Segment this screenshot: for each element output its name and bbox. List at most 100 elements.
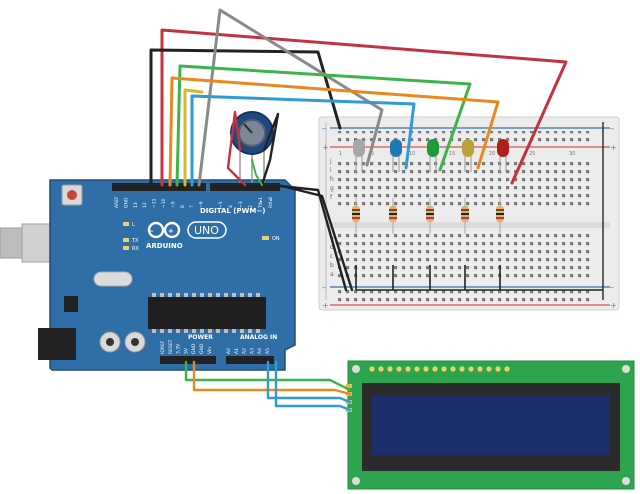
row-letter: a bbox=[330, 271, 334, 278]
digital-pin-label: ~5 bbox=[218, 201, 224, 208]
chip-pins bbox=[152, 293, 260, 333]
digital-pin-label: RX◂0 bbox=[268, 197, 274, 208]
digital-pin-label: GND bbox=[123, 197, 129, 208]
crystal-oscillator bbox=[93, 271, 133, 287]
column-number: 25 bbox=[529, 151, 535, 157]
rail-minus-mark: – bbox=[610, 283, 614, 292]
chip-pin bbox=[256, 293, 260, 297]
chip-pin bbox=[168, 329, 172, 333]
arduino-logo: – + ARDUINO bbox=[146, 221, 183, 250]
analog-header bbox=[226, 356, 274, 364]
row-letter: i bbox=[330, 167, 332, 174]
column-number: 20 bbox=[489, 151, 495, 157]
resistor bbox=[389, 198, 397, 234]
chip-pin bbox=[200, 329, 204, 333]
lcd-header-pins bbox=[369, 366, 510, 372]
lcd-display-module bbox=[346, 360, 635, 490]
lcd-header-pin bbox=[369, 366, 375, 372]
mount-hole bbox=[622, 365, 630, 373]
rail-plus-mark: + bbox=[322, 143, 329, 152]
bottom-rail-holes bbox=[336, 290, 592, 303]
power-pin-label: GND bbox=[191, 343, 197, 354]
led-yellow[interactable] bbox=[462, 139, 474, 172]
led-blue[interactable] bbox=[390, 139, 402, 172]
resistor bbox=[461, 198, 469, 234]
chip-pin bbox=[240, 293, 244, 297]
wire-green-lcd bbox=[184, 360, 352, 392]
lcd-header-pin bbox=[486, 366, 492, 372]
power-pin-label: Vin bbox=[207, 347, 213, 354]
digital-pin-label: 7 bbox=[189, 205, 195, 208]
power-jack bbox=[38, 328, 76, 360]
lcd-header-pin bbox=[477, 366, 483, 372]
lcd-header-pin bbox=[378, 366, 384, 372]
chip-pin bbox=[184, 293, 188, 297]
row-letter: d bbox=[330, 244, 334, 251]
atmega-chip bbox=[148, 297, 266, 329]
wire-green-pot bbox=[251, 159, 263, 186]
chip-pin bbox=[152, 293, 156, 297]
chip-pin bbox=[216, 329, 220, 333]
column-number: 30 bbox=[569, 151, 575, 157]
led-white[interactable] bbox=[353, 139, 365, 172]
digital-pin-label: ~9 bbox=[170, 201, 176, 208]
chip-pin bbox=[248, 329, 252, 333]
rail-plus-mark: + bbox=[610, 143, 617, 152]
chip-pin bbox=[248, 293, 252, 297]
row-letter: j bbox=[329, 158, 332, 165]
led-green[interactable] bbox=[427, 139, 439, 172]
lcd-header-pin bbox=[387, 366, 393, 372]
lcd-header-pin bbox=[423, 366, 429, 372]
lcd-header-pin bbox=[495, 366, 501, 372]
capacitor-top bbox=[106, 338, 114, 346]
wire-blue-pin9 bbox=[190, 94, 416, 187]
power-pin-label: 5V bbox=[183, 347, 189, 354]
lcd-header-pin bbox=[405, 366, 411, 372]
chip-pin bbox=[224, 293, 228, 297]
power-pin-label: IOREF bbox=[160, 340, 166, 354]
digital-pin-label: 8 bbox=[180, 205, 186, 208]
wires bbox=[149, 8, 568, 412]
analog-label: ANALOG IN bbox=[240, 334, 277, 341]
wire-blue-lcd-a bbox=[266, 360, 352, 404]
led-red[interactable] bbox=[497, 139, 509, 172]
column-number: 5 bbox=[371, 151, 374, 157]
chip-pin bbox=[152, 329, 156, 333]
digital-pin-label: 12 bbox=[142, 202, 148, 208]
on-led bbox=[262, 236, 269, 240]
lower-terminal-holes bbox=[336, 234, 592, 282]
resistors bbox=[352, 198, 504, 234]
uno-badge bbox=[187, 221, 227, 239]
potentiometer[interactable] bbox=[230, 111, 274, 183]
lcd-header-pin bbox=[441, 366, 447, 372]
chip-pin bbox=[256, 329, 260, 333]
wire-blue-lcd-b bbox=[274, 360, 352, 412]
chip-pin bbox=[240, 329, 244, 333]
wire-black-rail-b bbox=[276, 183, 354, 292]
mount-hole bbox=[352, 477, 360, 485]
rail-minus-mark: – bbox=[610, 124, 614, 133]
power-pin-label: RESET bbox=[168, 339, 174, 354]
wire-red-pin12 bbox=[160, 28, 568, 187]
rx-led-label: RX bbox=[132, 246, 139, 252]
leds bbox=[353, 139, 509, 172]
lcd-header-pin bbox=[432, 366, 438, 372]
rail-plus-mark: + bbox=[610, 301, 617, 310]
digital-pin-label: ~6 bbox=[199, 201, 205, 208]
resistor bbox=[352, 198, 360, 234]
digital-pin-label: 4 bbox=[228, 205, 234, 208]
digital-header-right bbox=[210, 183, 280, 191]
chip-pin bbox=[224, 329, 228, 333]
potentiometer-indicator bbox=[243, 123, 253, 134]
chip-pin bbox=[208, 293, 212, 297]
analog-pin-label: A3 bbox=[249, 348, 255, 354]
chip-pin bbox=[168, 293, 172, 297]
rail-minus-mark: – bbox=[322, 283, 326, 292]
wire-yellow-pin9 bbox=[183, 88, 204, 187]
upper-terminal-holes bbox=[336, 158, 592, 206]
reset-button-cap bbox=[67, 190, 77, 200]
